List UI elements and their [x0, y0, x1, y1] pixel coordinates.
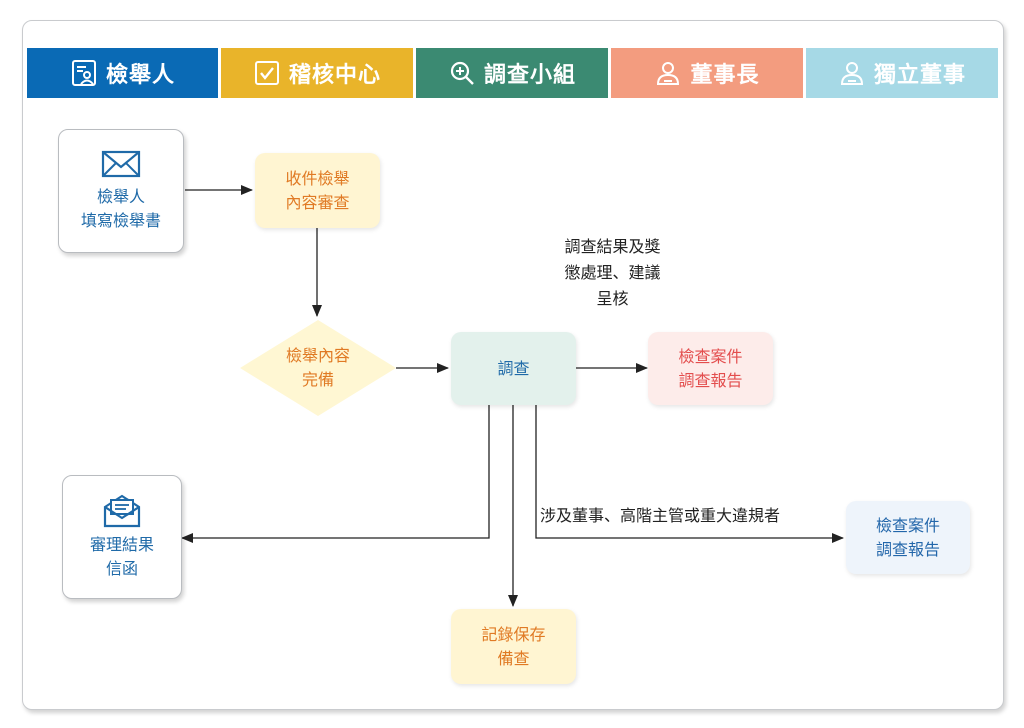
lane-header-chairman: 董事長	[611, 48, 803, 98]
lane-label: 董事長	[690, 63, 760, 88]
node-text: 信函	[105, 559, 138, 578]
person-icon	[840, 62, 863, 85]
person-icon	[657, 62, 680, 85]
node-text: 檢舉人	[96, 187, 145, 206]
node-text: 審理結果	[89, 535, 154, 554]
decision-diamond	[240, 320, 396, 416]
envelope-icon	[101, 150, 141, 178]
lane-header-audit-center: 稽核中心	[221, 48, 413, 98]
edge-label-line: 懲處理、建議	[564, 263, 661, 282]
edge-label-line: 呈核	[596, 289, 629, 308]
node-text: 調查	[497, 358, 530, 378]
edge-label-to-chairman: 調查結果及獎 懲處理、建議 呈核	[540, 234, 685, 312]
edge-label-line: 調查結果及獎	[564, 237, 661, 256]
report-submission-node: 檢舉人 填寫檢舉書	[58, 129, 184, 253]
node-text: 檢查案件	[678, 346, 743, 366]
arrow-investigation-to-independent	[535, 405, 844, 543]
edge-label-to-independent: 涉及董事、高階主管或重大違規者	[540, 503, 780, 529]
node-text: 備查	[497, 648, 530, 668]
record-archive-node: 記錄保存 備查	[451, 609, 576, 684]
lane-label: 調查小組	[483, 63, 576, 88]
content-review-node: 收件檢舉 內容審查	[255, 153, 380, 228]
reporter-icon	[71, 60, 96, 86]
node-text: 內容審查	[285, 192, 350, 212]
chairman-report-node: 檢查案件 調查報告	[648, 332, 773, 405]
node-text: 檢舉內容	[285, 346, 350, 365]
lane-label: 檢舉人	[105, 63, 175, 88]
node-text: 完備	[301, 370, 334, 389]
zoom-in-icon	[450, 61, 474, 85]
arrow-investigation-to-letter	[181, 405, 490, 543]
independent-director-report-node: 檢查案件 調查報告	[846, 501, 970, 574]
decision-label: 檢舉內容 完備	[262, 340, 374, 396]
lane-label: 獨立董事	[873, 63, 966, 88]
lane-header-independent-director: 獨立董事	[806, 48, 998, 98]
node-text: 收件檢舉	[285, 168, 350, 188]
lane-label: 稽核中心	[288, 63, 381, 88]
node-text: 調查報告	[875, 539, 940, 559]
checkbox-icon	[254, 61, 279, 85]
edge-label-line: 涉及董事、高階主管或重大違規者	[540, 506, 781, 525]
node-text: 檢查案件	[875, 515, 940, 535]
node-text: 調查報告	[678, 370, 743, 390]
lane-header-reporter: 檢舉人	[27, 48, 218, 98]
open-letter-icon	[103, 494, 141, 528]
investigation-node: 調查	[451, 332, 576, 405]
node-text: 填寫檢舉書	[80, 211, 161, 230]
lane-header-investigation-team: 調查小組	[416, 48, 608, 98]
node-text: 記錄保存	[481, 624, 546, 644]
result-letter-node: 審理結果 信函	[62, 475, 182, 599]
